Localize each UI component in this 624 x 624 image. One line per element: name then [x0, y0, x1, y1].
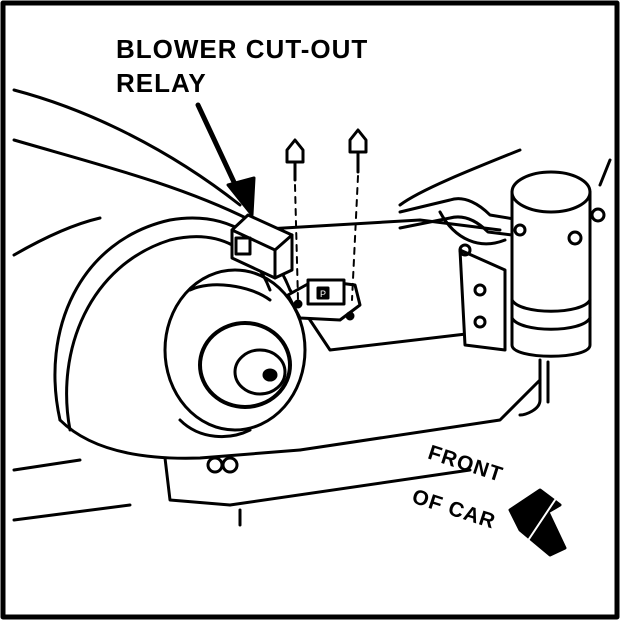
accumulator-drier-icon [458, 170, 606, 417]
relay-icon [230, 213, 294, 280]
blower-motor-icon [163, 268, 307, 474]
relay-label-line-2: RELAY [116, 68, 207, 98]
bolt-icon [285, 128, 368, 301]
blower-resistor-icon: P [286, 278, 362, 322]
relay-pointer-arrow [195, 102, 256, 217]
cowl-panel [12, 88, 612, 522]
svg-text:P: P [320, 289, 326, 299]
relay-label-line-1: BLOWER CUT-OUT [116, 34, 369, 64]
arrow-icon [508, 488, 567, 557]
ac-lines [398, 197, 522, 246]
